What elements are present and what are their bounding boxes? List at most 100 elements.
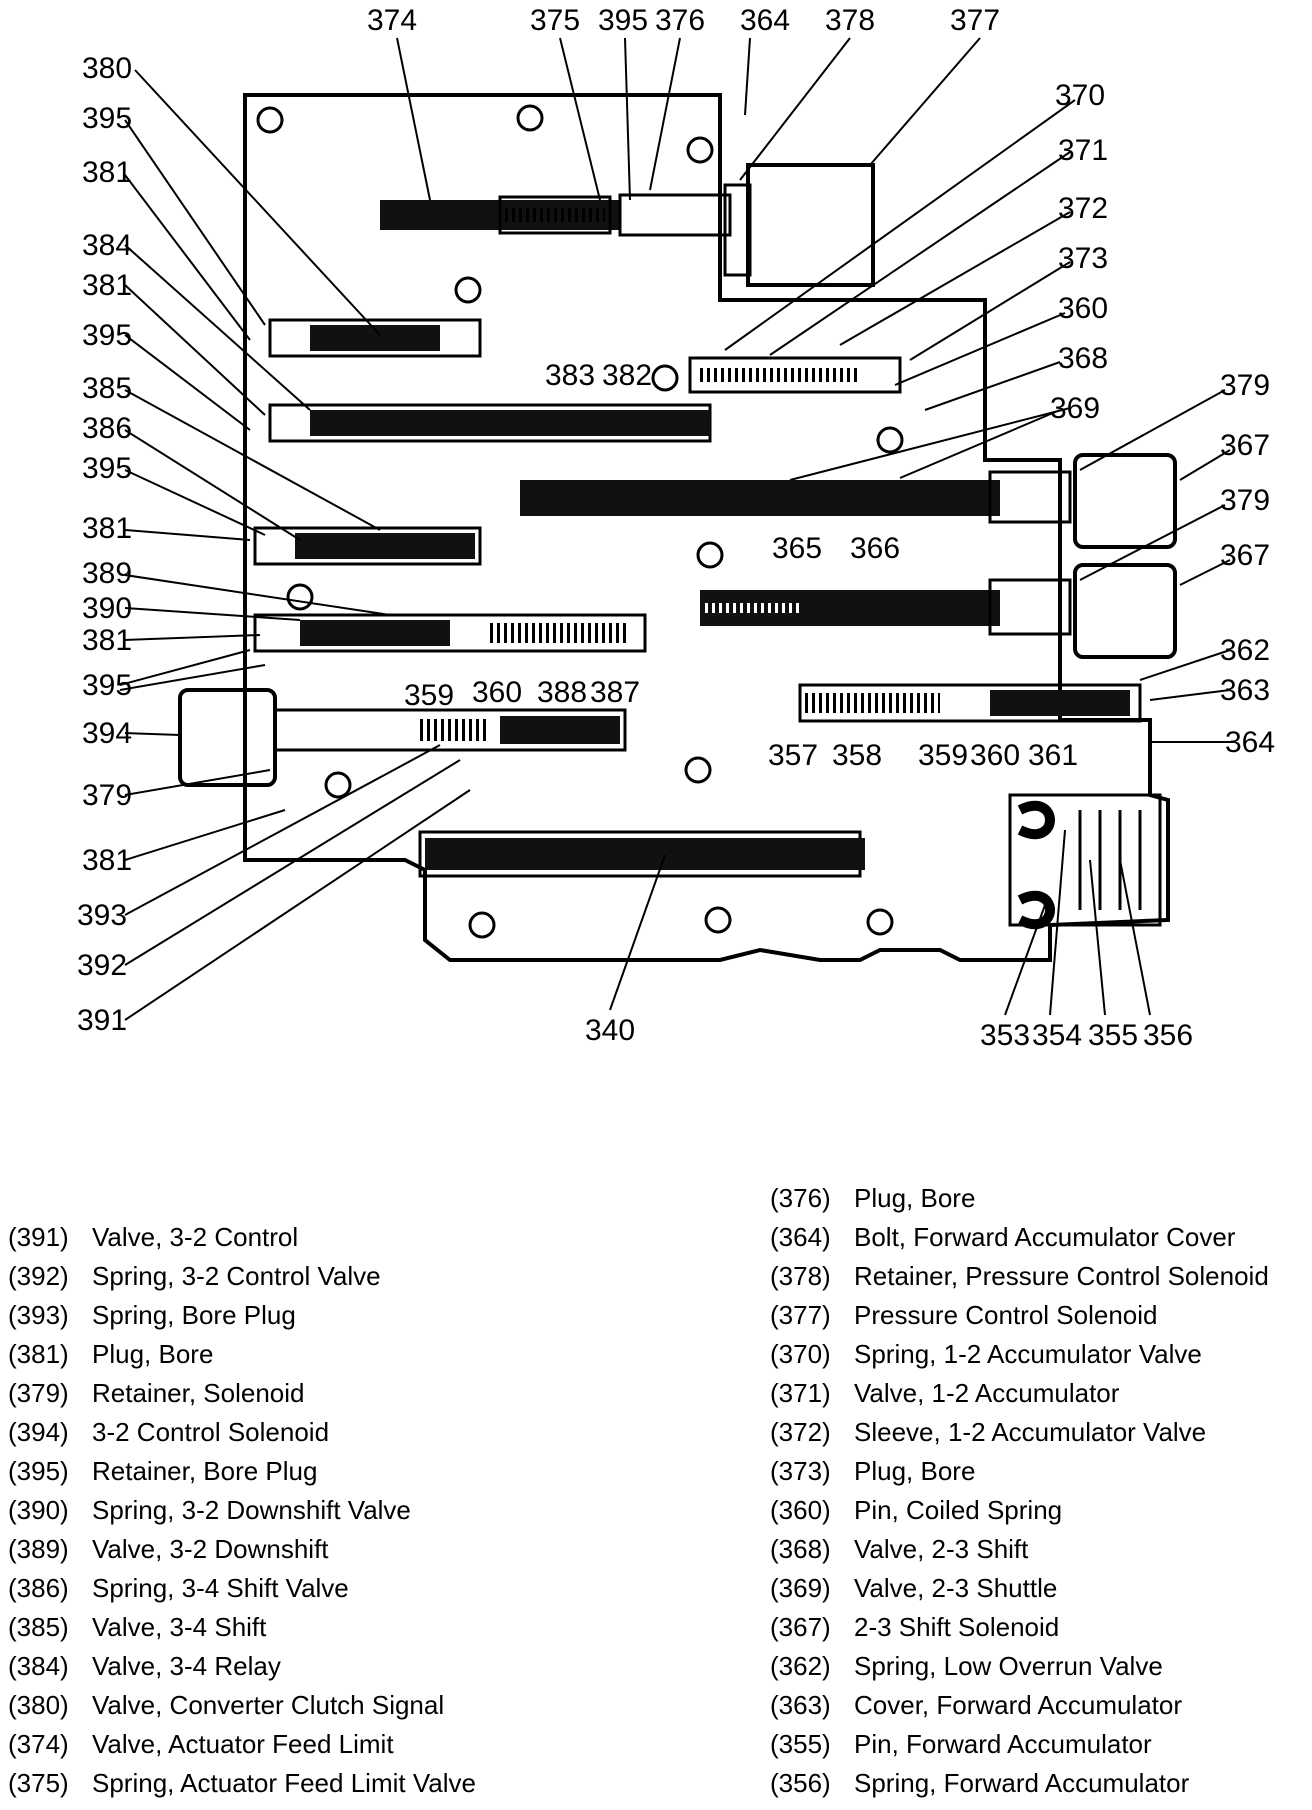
callout: 379 <box>82 779 132 812</box>
callout: 375 <box>530 4 580 37</box>
callout: 359 <box>404 679 454 712</box>
callout: 356 <box>1143 1019 1193 1052</box>
leader-lines <box>119 37 1235 1021</box>
legend-row: (368)Valve, 2-3 Shift <box>770 1534 1029 1564</box>
legend-row: (393)Spring, Bore Plug <box>8 1300 296 1330</box>
callout: 365 <box>772 532 822 565</box>
callout: 358 <box>832 739 882 772</box>
callout: 370 <box>1055 79 1105 112</box>
callout: 360 <box>970 739 1020 772</box>
legend-row: (363)Cover, Forward Accumulator <box>770 1690 1183 1720</box>
legend-row: (360)Pin, Coiled Spring <box>770 1495 1063 1525</box>
callout: 364 <box>1225 726 1275 759</box>
callout: 393 <box>77 899 127 932</box>
callout: 379 <box>1220 484 1270 517</box>
legend-row: (384)Valve, 3-4 Relay <box>8 1651 281 1681</box>
legend-row: (375)Spring, Actuator Feed Limit Valve <box>8 1768 476 1798</box>
callout: 386 <box>82 412 132 445</box>
callout: 371 <box>1058 134 1108 167</box>
pressure-control-solenoid-body <box>746 163 875 287</box>
callout: 382 <box>602 359 652 392</box>
legend-row: (376)Plug, Bore <box>770 1183 976 1213</box>
callout: 355 <box>1088 1019 1138 1052</box>
shift-solenoid-upper-body <box>1073 453 1177 549</box>
callout: 384 <box>82 229 132 262</box>
legend-row: (385)Valve, 3-4 Shift <box>8 1612 267 1642</box>
legend-row: (394)3-2 Control Solenoid <box>8 1417 330 1447</box>
callout: 389 <box>82 557 132 590</box>
callout: 394 <box>82 717 132 750</box>
callout: 357 <box>768 739 818 772</box>
pressure-control-solenoid-collar <box>723 183 752 277</box>
callout: 391 <box>77 1004 127 1037</box>
legend-row: (356)Spring, Forward Accumulator <box>770 1768 1190 1798</box>
callout: 395 <box>82 319 132 352</box>
callout: 395 <box>82 102 132 135</box>
valve-body-outline <box>243 93 1170 962</box>
legend-row: (372)Sleeve, 1-2 Accumulator Valve <box>770 1417 1207 1447</box>
callout: 368 <box>1058 342 1108 375</box>
callout: 373 <box>1058 242 1108 275</box>
callout: 395 <box>82 452 132 485</box>
callout: 367 <box>1220 539 1270 572</box>
legend-row: (392)Spring, 3-2 Control Valve <box>8 1261 381 1291</box>
legend-row: (367)2-3 Shift Solenoid <box>770 1612 1060 1642</box>
callout-labels: 374 375 395 376 364 378 377 370 371 372 … <box>77 4 1275 1052</box>
callout: 395 <box>82 669 132 702</box>
callout: 360 <box>1058 292 1108 325</box>
legend-row: (380)Valve, Converter Clutch Signal <box>8 1690 445 1720</box>
callout: 381 <box>82 269 132 302</box>
callout: 364 <box>740 4 790 37</box>
legend-row: (373)Plug, Bore <box>770 1456 976 1486</box>
legend-row: (377)Pressure Control Solenoid <box>770 1300 1158 1330</box>
callout: 380 <box>82 52 132 85</box>
callout: 390 <box>82 592 132 625</box>
valve-spools <box>253 193 1162 930</box>
callout: 381 <box>82 624 132 657</box>
legend-row: (378)Retainer, Pressure Control Solenoid <box>770 1261 1269 1291</box>
callout: 361 <box>1028 739 1078 772</box>
callout: 377 <box>950 4 1000 37</box>
legend-row: (371)Valve, 1-2 Accumulator <box>770 1378 1120 1408</box>
callout: 383 <box>545 359 595 392</box>
callout: 388 <box>537 676 587 709</box>
legend-row: (374)Valve, Actuator Feed Limit <box>8 1729 394 1759</box>
callout: 374 <box>367 4 417 37</box>
callout: 395 <box>598 4 648 37</box>
legend-row: (381)Plug, Bore <box>8 1339 214 1369</box>
callout: 367 <box>1220 429 1270 462</box>
shift-solenoid-lower-body <box>1073 563 1177 659</box>
mounting-holes <box>256 104 904 939</box>
legend-row: (395)Retainer, Bore Plug <box>8 1456 318 1486</box>
valve-body-diagram: 374 375 395 376 364 378 377 370 371 372 … <box>77 4 1275 1052</box>
legend-row: (390)Spring, 3-2 Downshift Valve <box>8 1495 411 1525</box>
callout: 359 <box>918 739 968 772</box>
callout: 363 <box>1220 674 1270 707</box>
callout: 362 <box>1220 634 1270 667</box>
legend-row: (369)Valve, 2-3 Shuttle <box>770 1573 1058 1603</box>
callout: 387 <box>590 676 640 709</box>
legend-row: (362)Spring, Low Overrun Valve <box>770 1651 1163 1681</box>
callout: 381 <box>82 512 132 545</box>
callout: 360 <box>472 676 522 709</box>
legend-row: (364)Bolt, Forward Accumulator Cover <box>770 1222 1236 1252</box>
legend-row: (379)Retainer, Solenoid <box>8 1378 305 1408</box>
callout: 366 <box>850 532 900 565</box>
legend-row: (386)Spring, 3-4 Shift Valve <box>8 1573 349 1603</box>
callout: 340 <box>585 1014 635 1047</box>
legend-row: (391)Valve, 3-2 Control <box>8 1222 299 1252</box>
callout: 385 <box>82 372 132 405</box>
callout: 376 <box>655 4 705 37</box>
callout: 381 <box>82 844 132 877</box>
callout: 353 <box>980 1019 1030 1052</box>
legend-row: (355)Pin, Forward Accumulator <box>770 1729 1152 1759</box>
callout: 392 <box>77 949 127 982</box>
legend-row: (370)Spring, 1-2 Accumulator Valve <box>770 1339 1202 1369</box>
callout: 369 <box>1050 392 1100 425</box>
callout: 381 <box>82 156 132 189</box>
legend-row: (389)Valve, 3-2 Downshift <box>8 1534 329 1564</box>
callout: 379 <box>1220 369 1270 402</box>
callout: 378 <box>825 4 875 37</box>
callout: 372 <box>1058 192 1108 225</box>
callout: 354 <box>1032 1019 1082 1052</box>
